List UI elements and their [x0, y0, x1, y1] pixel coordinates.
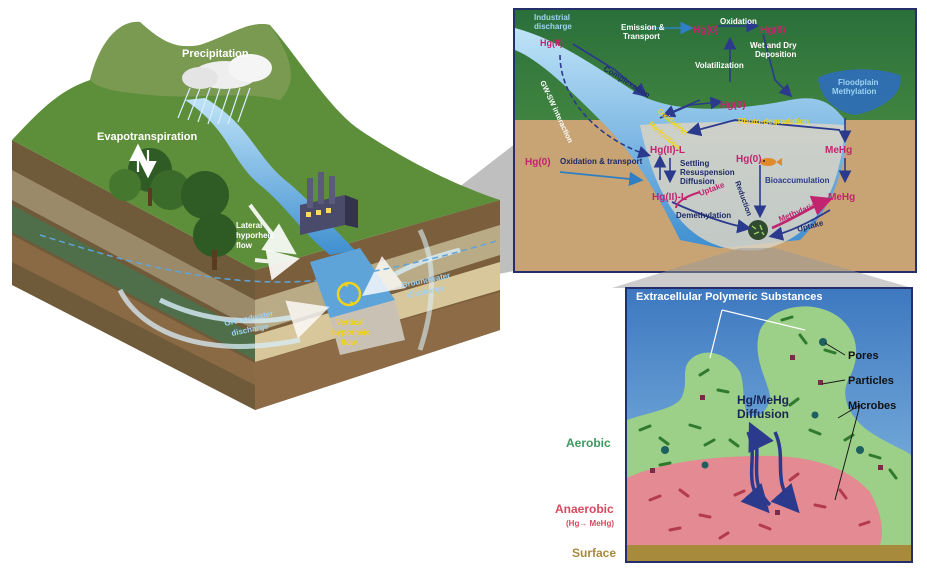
label-oxidation-transport: Oxidation & transport: [560, 157, 643, 166]
mercury-cycle-panel: [513, 8, 917, 273]
label-wetdry-2: Deposition: [755, 50, 796, 59]
label-diffusion-2: Diffusion: [737, 407, 789, 421]
cloud-icon: [177, 54, 272, 125]
label-hg0-center: Hg(0): [736, 154, 762, 165]
label-lateral-1: Lateral: [236, 221, 262, 230]
zoom-connector-2: [612, 248, 912, 288]
label-oxidation-top: Oxidation: [720, 17, 757, 26]
label-evapotranspiration: Evapotranspiration: [97, 131, 198, 143]
label-floodplain-2: Methylation: [832, 87, 877, 96]
cycle-icon: [336, 281, 362, 307]
label-aerobic: Aerobic: [566, 436, 611, 450]
label-industrial-2: discharge: [534, 22, 572, 31]
biofilm-panel: [625, 287, 913, 563]
label-industrial-1: Industrial: [534, 13, 570, 22]
label-photo-degradation: Photo-degradation: [738, 117, 809, 126]
label-particles: Particles: [848, 375, 894, 387]
label-pores: Pores: [848, 350, 879, 362]
label-bioaccumulation: Bioaccumulation: [765, 176, 830, 185]
label-lateral-2: hyporheic: [236, 231, 275, 240]
label-hg2l-upper: Hg(II)-L: [650, 145, 685, 156]
label-mehg-right: MeHg: [825, 145, 852, 156]
biofilm-node-icon: [748, 220, 768, 240]
label-surface: Surface: [572, 546, 616, 560]
label-diffusion-1: Hg/MeHg: [737, 393, 789, 407]
label-settling-1: Settling: [680, 159, 709, 168]
label-settling-2: Resuspension: [680, 168, 735, 177]
label-anaerobic: Anaerobic: [555, 502, 614, 516]
label-hg0-mid: Hg(0): [720, 100, 746, 111]
fish-icon: [760, 158, 782, 166]
label-hg2-top: Hg(II): [540, 38, 563, 48]
label-volatilization: Volatilization: [695, 61, 744, 70]
trees-icon: [109, 148, 237, 270]
factory-icon: [300, 172, 358, 235]
microbes-icon: [638, 315, 898, 480]
label-vertical-3: flow: [341, 338, 358, 347]
label-hg0-left: Hg(0): [525, 157, 551, 168]
label-lateral-3: flow: [236, 241, 253, 250]
diffusion-arrow-2: [748, 421, 774, 507]
label-hg0-top: Hg(0): [693, 25, 719, 36]
diffusion-arrow-3: [770, 431, 800, 514]
label-mehg-low: MeHg: [828, 192, 855, 203]
landscape-block: [12, 21, 520, 410]
label-demethylation: Demethylation: [676, 211, 731, 220]
label-hg2-right: Hg(II): [760, 25, 786, 36]
label-emission-2: Transport: [623, 32, 660, 41]
surface-strip: [627, 545, 911, 561]
floodplain-pool: [818, 69, 901, 115]
label-hg2l-lower: Hg(II)-L: [652, 192, 687, 203]
label-wetdry-1: Wet and Dry: [750, 41, 797, 50]
pores-icon: [661, 338, 864, 469]
label-microbes: Microbes: [848, 400, 896, 412]
label-vertical-2: hyporheic: [332, 328, 371, 337]
label-emission-1: Emission &: [621, 23, 665, 32]
label-floodplain-1: Floodplain: [838, 78, 879, 87]
label-settling-3: Diffusion: [680, 177, 715, 186]
label-precipitation: Precipitation: [182, 48, 249, 60]
label-anaerobic-sub: (Hg→ MeHg): [566, 519, 614, 528]
biofilm-title: Extracellular Polymeric Substances: [636, 291, 822, 303]
label-vertical-1: Vertical: [336, 318, 364, 327]
